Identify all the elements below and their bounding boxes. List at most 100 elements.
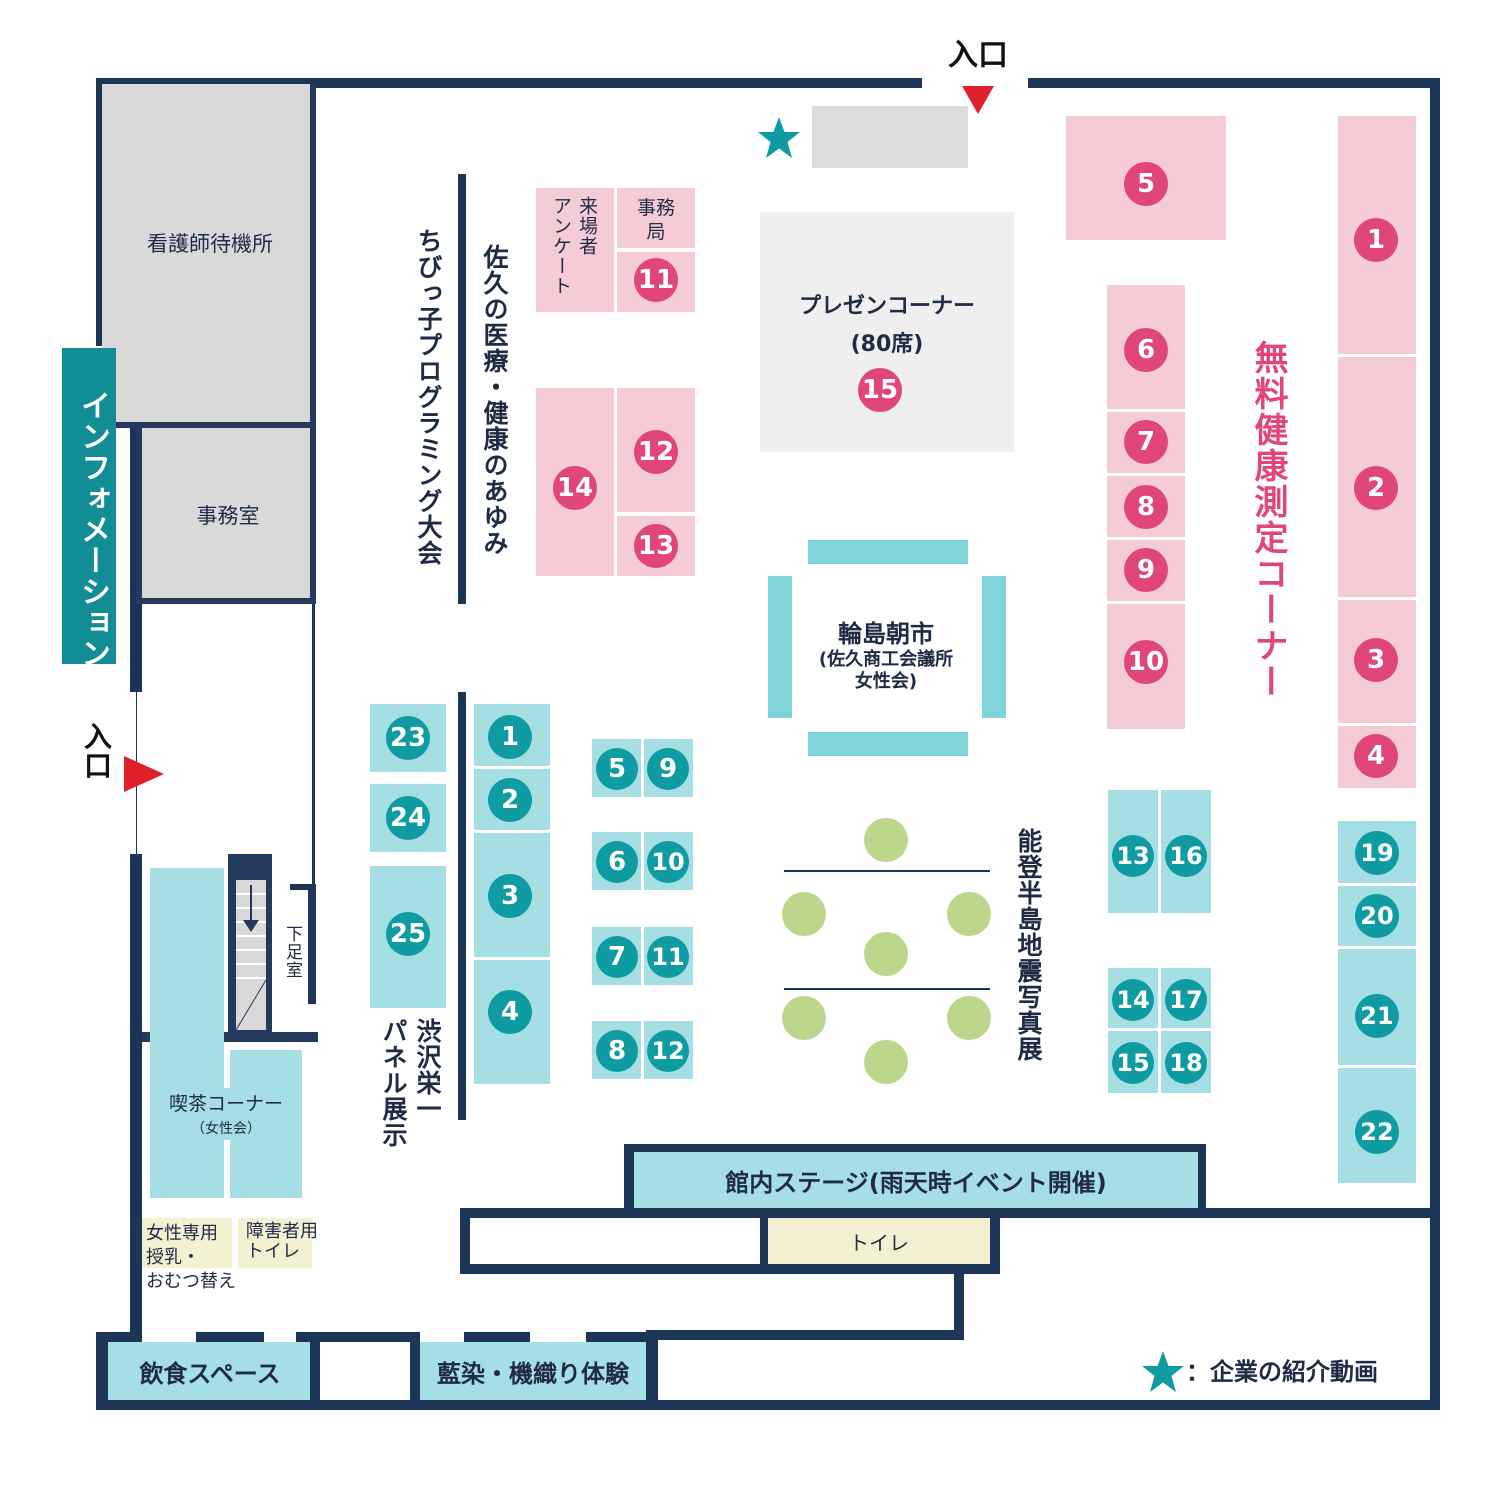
- booth-survey[interactable]: [536, 188, 614, 312]
- booth-divider-2-3: [1338, 597, 1416, 600]
- teal-booth-2-number[interactable]: 2: [488, 778, 532, 822]
- booth-1-number[interactable]: 1: [1354, 218, 1398, 262]
- teal-booth-18-number: 18: [1165, 1042, 1207, 1084]
- health-corner-label: 無料健康測定コーナー: [1248, 340, 1288, 700]
- shoe-room-wall: [308, 884, 316, 1004]
- booth-divider-1-2: [1338, 354, 1416, 357]
- women-room[interactable]: [142, 1218, 232, 1268]
- wajima-bottom-bar: [808, 732, 968, 756]
- teal-booth-3-number[interactable]: 3: [488, 874, 532, 918]
- teal-booth-7-number: 7: [596, 936, 638, 978]
- stage[interactable]: [634, 1152, 1198, 1208]
- accessible-toilet[interactable]: [238, 1218, 312, 1268]
- lower-corridor-wall-h: [646, 1330, 964, 1340]
- wajima-sub1: (佐久商工会議所: [818, 649, 954, 670]
- teal-booth-20-number[interactable]: 20: [1355, 894, 1399, 938]
- booth-jimukyoku[interactable]: [617, 188, 695, 248]
- stairs-steps: [236, 885, 266, 1030]
- accessible-toilet-label: 障害者用 トイレ: [246, 1221, 318, 1262]
- bottom-block-left: [460, 1208, 470, 1272]
- toilet-right-wall: [990, 1214, 1000, 1274]
- legend-text: ：企業の紹介動画: [1186, 1358, 1378, 1386]
- booth-13-number: 13: [634, 524, 678, 568]
- teal-booth-16-number: 16: [1165, 835, 1207, 877]
- reception-desk: [812, 106, 968, 168]
- booth-divider-3-4: [1338, 723, 1416, 726]
- indigo-room-label: 藍染・機織り体験: [437, 1359, 629, 1388]
- noto-panel-3: [947, 892, 991, 936]
- teal-booth-4-number[interactable]: 4: [488, 990, 532, 1034]
- panel-line-top: [458, 174, 466, 604]
- outer-wall-top-left: [96, 78, 922, 88]
- teal-booth-21-number[interactable]: 21: [1355, 994, 1399, 1038]
- teal-booth-15-number: 15: [1112, 1042, 1154, 1084]
- bottom-wall-seg1: [196, 1332, 264, 1342]
- booth-3-number[interactable]: 3: [1354, 638, 1398, 682]
- office-room-label: 事務室: [196, 504, 260, 528]
- booth-jimukyoku-label: 事務 局: [636, 197, 675, 243]
- booth-11-number: 11: [634, 258, 678, 302]
- teal-booth-1-number[interactable]: 1: [488, 715, 532, 759]
- booth-5-number: 5: [1124, 162, 1168, 206]
- teal-booth-14-number: 14: [1112, 979, 1154, 1021]
- bottom-block-frame: [460, 1208, 1440, 1218]
- nurse-room-fill-fix: [102, 84, 138, 334]
- outer-wall-left-foot: [96, 1332, 108, 1410]
- toilet-left-wall: [760, 1214, 768, 1270]
- booth-6-number[interactable]: 6: [1124, 328, 1168, 372]
- booth-divider-7-8: [1107, 473, 1185, 476]
- bottom-block-bottom: [460, 1264, 1000, 1274]
- top-entrance-label: 入口: [948, 38, 1008, 73]
- booth-2-number[interactable]: 2: [1354, 466, 1398, 510]
- noto-panel-2: [782, 892, 826, 936]
- booth-14-number: 14: [553, 466, 597, 510]
- information-band[interactable]: [62, 348, 116, 664]
- women-room-label: 女性専用 授乳・ おむつ替え: [146, 1223, 236, 1292]
- teal-booth-13-number: 13: [1112, 835, 1154, 877]
- left-entrance-arrow: [124, 756, 164, 792]
- stage-label: 館内ステージ(雨天時イベント開催): [725, 1168, 1107, 1197]
- bottom-wall-seg4: [586, 1332, 656, 1342]
- booth-24-number: 24: [386, 796, 430, 840]
- presen-corner-label: プレゼンコーナー: [798, 294, 975, 319]
- booth-10-number[interactable]: 10: [1124, 640, 1168, 684]
- booth-15-number: 15: [858, 368, 902, 412]
- teal-booth-22-number[interactable]: 22: [1355, 1110, 1399, 1154]
- booth-survey-label: 来場者 アンケート: [550, 196, 598, 296]
- saku-iryo-label: 佐久の医療・健康のあゆみ: [480, 244, 509, 556]
- outer-wall-left-low: [130, 854, 142, 1334]
- noto-rail-bottom: [784, 988, 990, 990]
- booth-23-number: 23: [386, 716, 430, 760]
- teal-booth-6-number: 6: [596, 841, 638, 883]
- food-wall-right: [310, 1332, 320, 1410]
- panel-line-bottom: [458, 692, 466, 1120]
- booth-9-number[interactable]: 9: [1124, 548, 1168, 592]
- cafe-sub-label: （女性会）: [191, 1121, 261, 1137]
- teal-booth-17-number: 17: [1165, 979, 1207, 1021]
- noto-panel-5: [782, 996, 826, 1040]
- cafe-label: 喫茶コーナー: [168, 1092, 283, 1115]
- legend-star-icon: [1142, 1351, 1184, 1392]
- cafe-booth-left[interactable]: [150, 868, 224, 1198]
- presen-corner[interactable]: [760, 212, 1014, 452]
- toilet[interactable]: [768, 1218, 990, 1264]
- teal-booth-10-number: 10: [647, 841, 689, 883]
- presen-corner-seats: (80席): [850, 332, 924, 357]
- left-foot-join: [96, 1332, 142, 1342]
- food-space[interactable]: [108, 1342, 312, 1400]
- teal-booth-19-number[interactable]: 19: [1355, 831, 1399, 875]
- office-room[interactable]: [136, 422, 316, 604]
- noto-panel-7: [864, 1040, 908, 1084]
- noto-panel-6: [947, 996, 991, 1040]
- booth-7-number[interactable]: 7: [1124, 420, 1168, 464]
- information-label: インフォメーション: [75, 390, 110, 669]
- noto-panel-1: [864, 818, 908, 862]
- teal-booth-8-number: 8: [596, 1030, 638, 1072]
- indigo-wall-left: [410, 1332, 420, 1410]
- booth-4-number[interactable]: 4: [1354, 734, 1398, 778]
- shibusawa-label: 渋沢栄一 パネル展示: [379, 1018, 442, 1148]
- inner-divider-line: [312, 604, 315, 884]
- booth-8-number[interactable]: 8: [1124, 485, 1168, 529]
- indigo-room[interactable]: [420, 1342, 646, 1400]
- booth-divider-6-7: [1107, 409, 1185, 412]
